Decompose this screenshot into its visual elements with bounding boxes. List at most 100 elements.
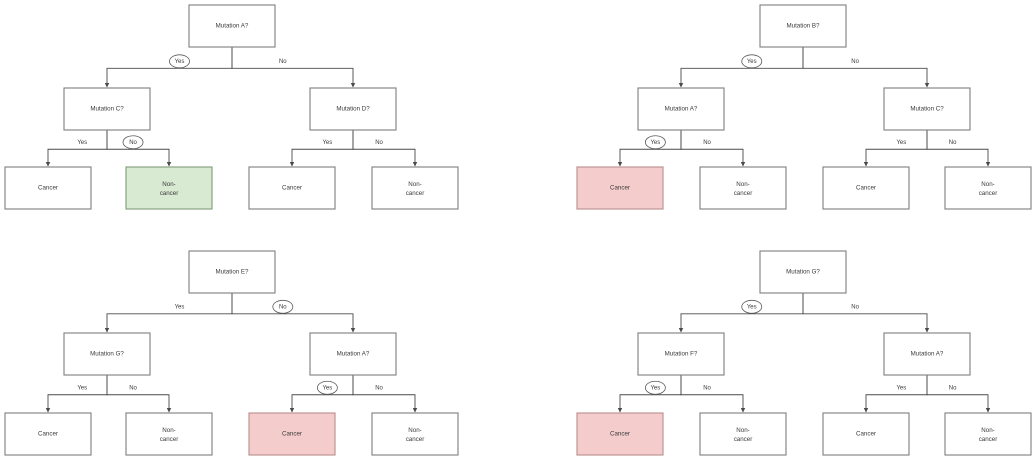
tree-edge [289, 130, 354, 167]
leaf-node[interactable] [371, 412, 459, 456]
edge-label-highlight-oval [272, 299, 294, 314]
node-label: Mutation G? [786, 269, 820, 276]
edge-label-yes[interactable]: Yes [747, 59, 757, 65]
edge-label-highlight-oval [644, 135, 666, 150]
node-label: Non-cancer [160, 427, 179, 443]
edge-label-no[interactable]: No [851, 304, 859, 310]
node-label: Mutation A? [665, 106, 698, 113]
leaf-node[interactable] [248, 166, 336, 210]
node-label: Mutation C? [910, 106, 944, 113]
edge-label-yes[interactable]: Yes [77, 385, 87, 391]
root-node[interactable] [188, 250, 276, 294]
tree-edge [680, 130, 746, 167]
leaf-node[interactable] [4, 412, 92, 456]
root-node[interactable] [188, 4, 276, 48]
edge-label-no[interactable]: No [949, 385, 957, 391]
tree-edge [352, 130, 418, 167]
edge-label-yes[interactable]: Yes [650, 140, 660, 146]
tree-edge [680, 375, 746, 413]
tree-edge [45, 375, 108, 413]
leaf-node[interactable] [944, 412, 1032, 456]
leaf-node[interactable] [944, 166, 1032, 210]
edge-label-no[interactable]: No [703, 140, 711, 146]
node-label: Mutation G? [90, 351, 124, 358]
edge-label-yes[interactable]: Yes [322, 385, 332, 391]
tree-edge [104, 293, 233, 333]
edge-label-highlight-oval [644, 380, 666, 395]
leaf-node[interactable] [699, 166, 787, 210]
tree-edge [231, 47, 356, 88]
node-label: Cancer [610, 185, 630, 192]
decision-node[interactable] [883, 87, 971, 131]
decision-node[interactable] [637, 332, 725, 376]
edge-label-no[interactable]: No [851, 59, 859, 65]
leaf-node[interactable] [822, 412, 910, 456]
node-label: Cancer [610, 431, 630, 438]
leaf-node[interactable] [822, 166, 910, 210]
leaf-node[interactable] [371, 166, 459, 210]
node-label: Non-cancer [734, 181, 753, 197]
tree-edge [106, 375, 172, 413]
edge-label-yes[interactable]: Yes [896, 140, 906, 146]
edge-label-no[interactable]: No [279, 304, 287, 310]
node-label: Cancer [856, 185, 876, 192]
tree-edge [926, 375, 991, 413]
decision-node[interactable] [309, 332, 397, 376]
edge-label-highlight-oval [316, 380, 338, 395]
edge-label-yes[interactable]: Yes [896, 385, 906, 391]
root-node[interactable] [759, 4, 847, 48]
node-label: Mutation E? [215, 269, 249, 276]
leaf-node[interactable] [576, 166, 664, 210]
edge-label-no[interactable]: No [949, 140, 957, 146]
tree-edge [926, 130, 991, 167]
edge-label-yes[interactable]: Yes [175, 59, 185, 65]
leaf-node[interactable] [699, 412, 787, 456]
node-label: Cancer [282, 185, 302, 192]
decision-node[interactable] [309, 87, 397, 131]
node-label: Non-cancer [160, 181, 179, 197]
edge-label-yes[interactable]: Yes [77, 140, 87, 146]
leaf-node[interactable] [248, 412, 336, 456]
edge-label-no[interactable]: No [129, 140, 137, 146]
decision-node[interactable] [63, 332, 151, 376]
node-label: Cancer [856, 431, 876, 438]
tree-edge [352, 375, 418, 413]
edge-label-no[interactable]: No [703, 385, 711, 391]
edge-label-yes[interactable]: Yes [175, 304, 185, 310]
node-label: Mutation F? [665, 351, 698, 358]
leaf-node[interactable] [4, 166, 92, 210]
node-label: Mutation A? [216, 23, 249, 30]
leaf-node[interactable] [125, 412, 213, 456]
edge-label-no[interactable]: No [129, 385, 137, 391]
node-label: Mutation D? [336, 106, 370, 113]
tree-edge [863, 130, 928, 167]
leaf-node[interactable] [125, 166, 213, 210]
decision-node[interactable] [637, 87, 725, 131]
edge-label-no[interactable]: No [279, 59, 287, 65]
node-label: Mutation C? [90, 106, 124, 113]
root-node[interactable] [759, 250, 847, 294]
edge-label-no[interactable]: No [375, 140, 383, 146]
decision-node[interactable] [883, 332, 971, 376]
edge-label-yes[interactable]: Yes [747, 304, 757, 310]
node-label: Non-cancer [406, 427, 425, 443]
edge-label-yes[interactable]: Yes [650, 385, 660, 391]
edge-label-yes[interactable]: Yes [322, 140, 332, 146]
node-label: Mutation A? [911, 351, 944, 358]
tree-edge [802, 47, 930, 88]
decision-node[interactable] [63, 87, 151, 131]
node-label: Cancer [38, 185, 58, 192]
edge-label-highlight-oval [169, 54, 190, 69]
edge-label-highlight-oval [741, 54, 763, 69]
leaf-node[interactable] [576, 412, 664, 456]
edge-label-highlight-oval [122, 135, 144, 150]
tree-edge [45, 130, 108, 167]
edge-label-no[interactable]: No [375, 385, 383, 391]
tree-edge [678, 293, 804, 333]
node-label: Non-cancer [734, 427, 753, 443]
